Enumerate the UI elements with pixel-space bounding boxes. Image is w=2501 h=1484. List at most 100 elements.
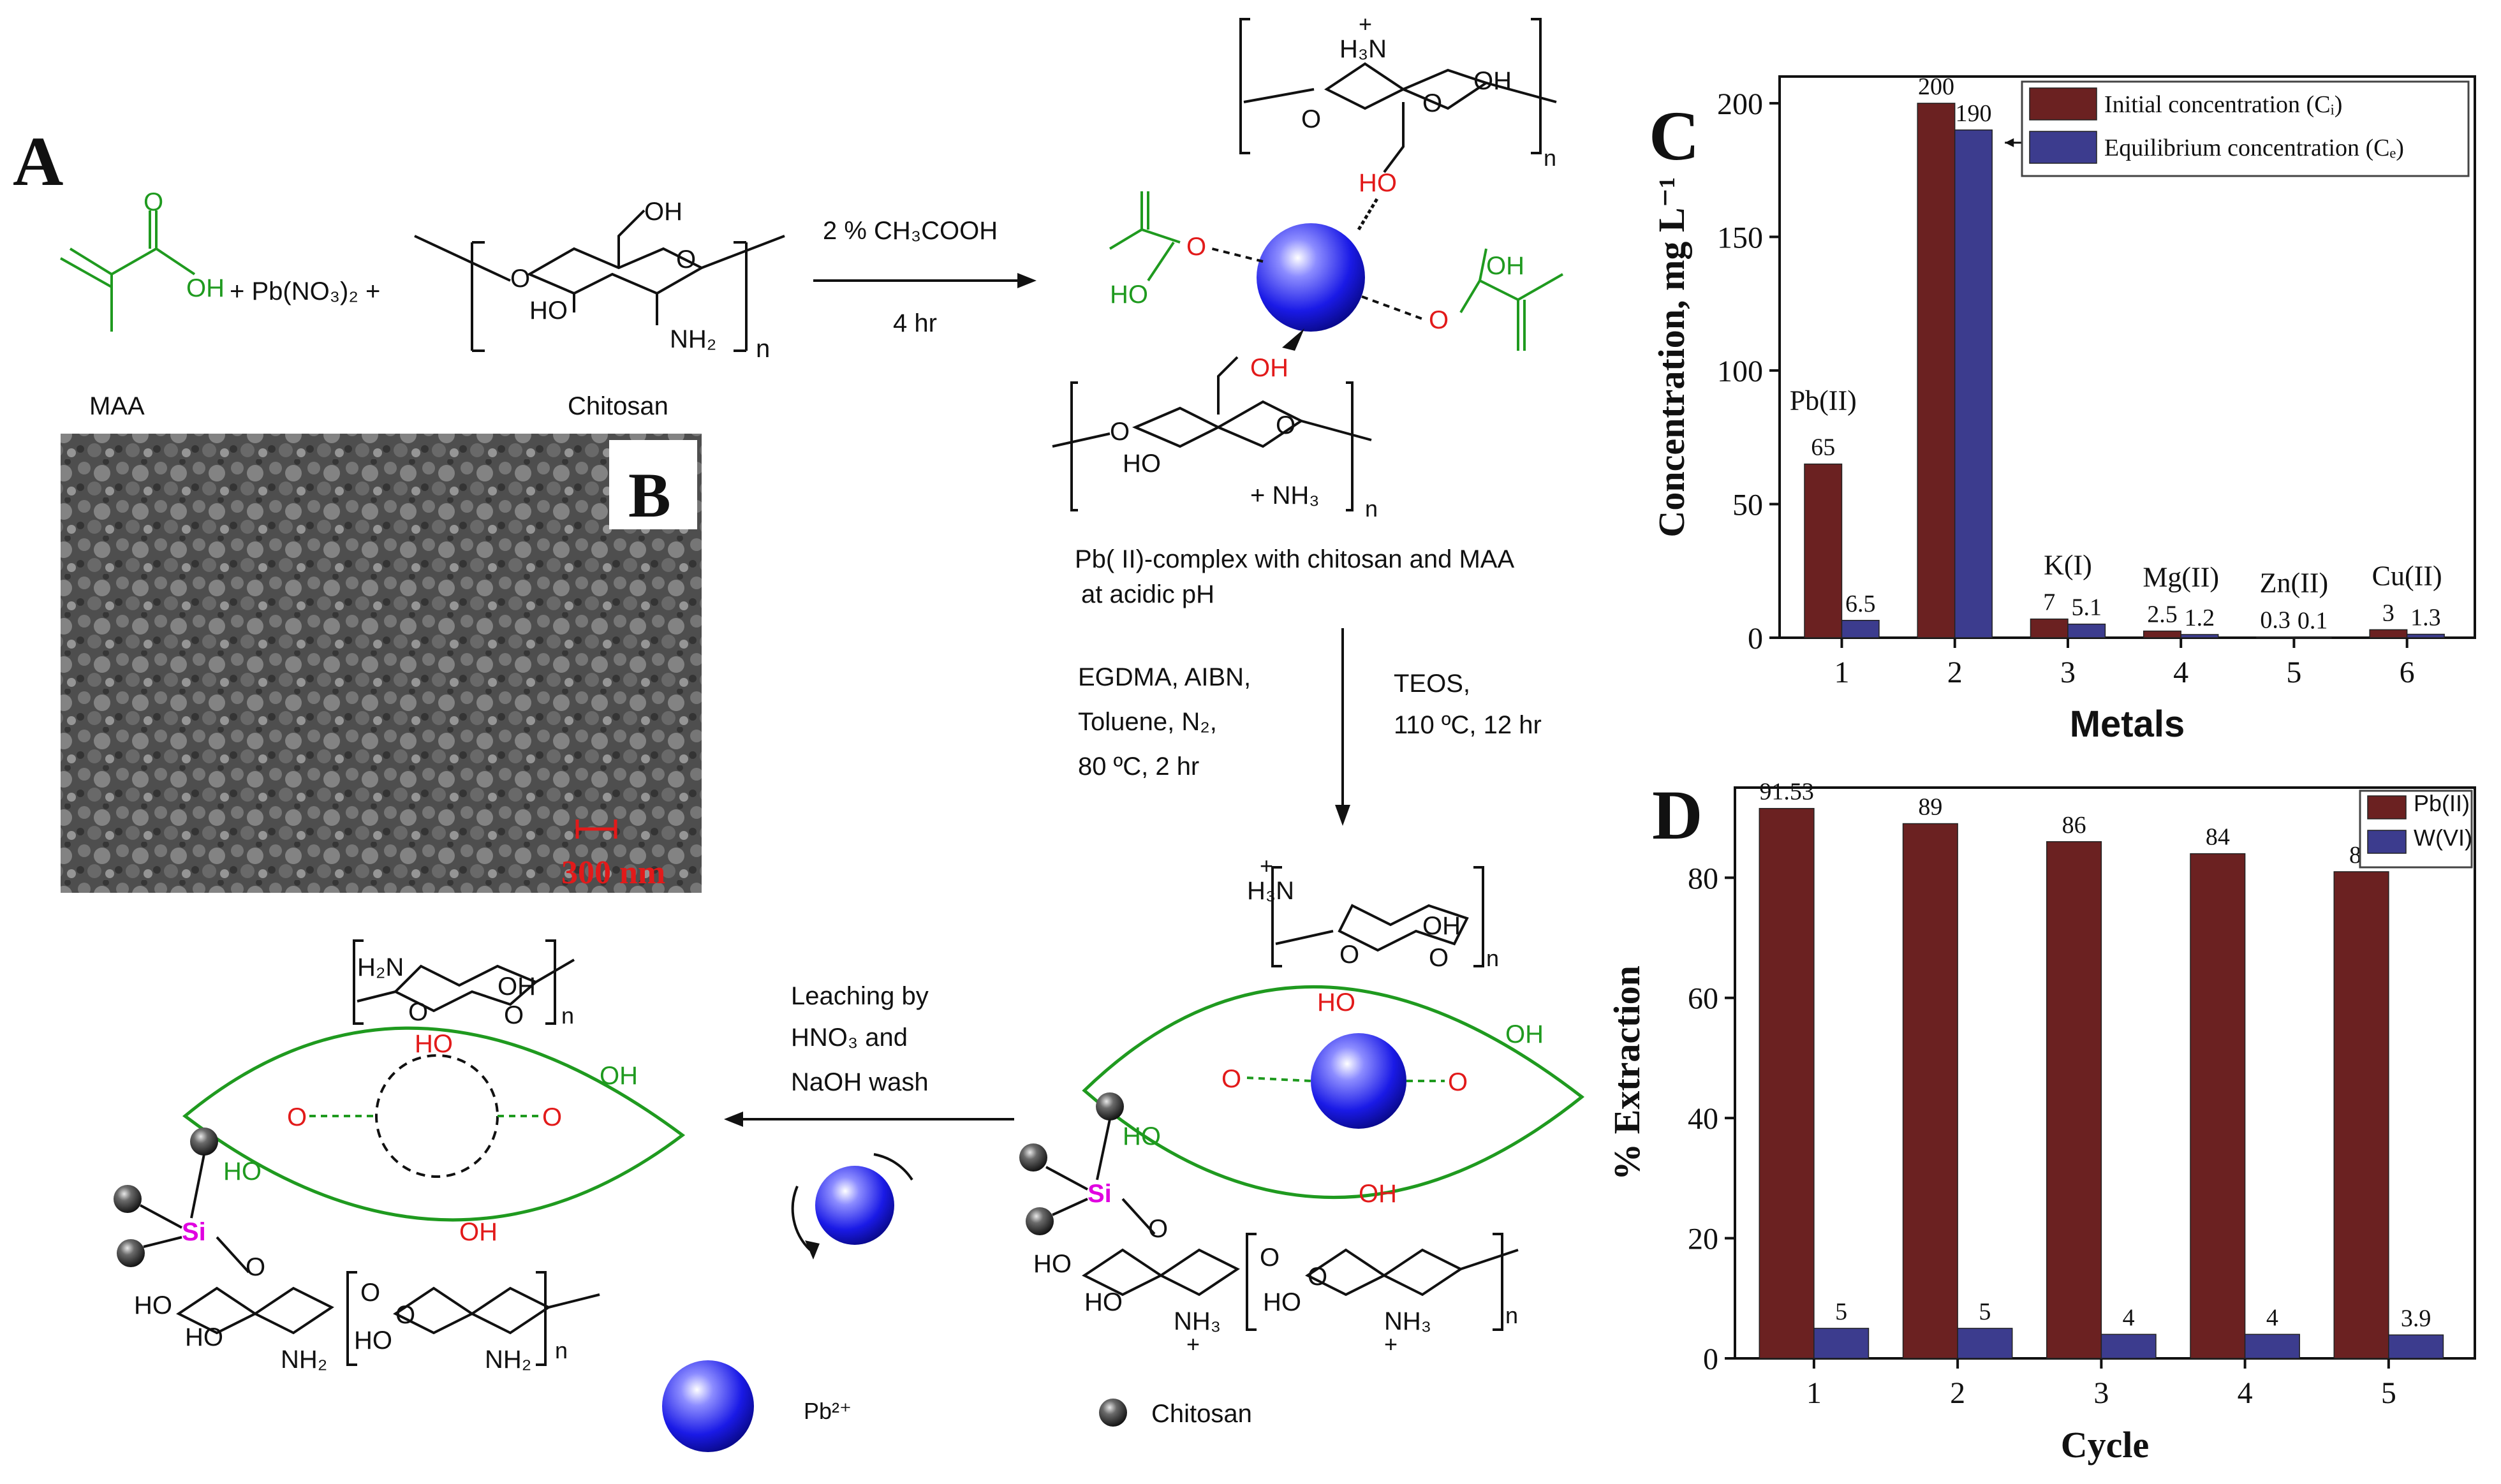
svg-text:+: +	[1359, 11, 1372, 37]
svg-text:HO: HO	[134, 1291, 172, 1319]
svg-text:O: O	[395, 1301, 415, 1329]
svg-text:n: n	[1505, 1302, 1518, 1328]
bar-b-2	[1957, 1328, 2013, 1359]
cond-right-2: 110 ºC, 12 hr	[1394, 711, 1542, 739]
data-label: 7	[2043, 589, 2055, 616]
svg-text:O: O	[1186, 233, 1206, 261]
plot-frame	[1778, 75, 2476, 639]
chart-d: 020406080191.5352895386448445813.9Cycle%…	[1606, 779, 2476, 1466]
chitosan-molecule: OH O HO O NH₂ n	[414, 198, 785, 363]
legend-label: Equilibrium concentration (Cₑ)	[2104, 135, 2404, 161]
x-tick-label: 4	[2238, 1376, 2253, 1410]
pb-legend-label: Pb²⁺	[804, 1398, 852, 1424]
panel-label-a: A	[13, 122, 63, 200]
x-axis-label: Metals	[2070, 703, 2185, 745]
x-tick-label: 5	[2381, 1376, 2396, 1410]
data-label: 84	[2206, 824, 2230, 851]
svg-text:+: +	[1384, 1331, 1398, 1357]
complex-caption-2: at acidic pH	[1081, 580, 1214, 608]
x-tick-label: 2	[1947, 656, 1963, 689]
svg-text:O: O	[1422, 89, 1442, 117]
svg-text:HO: HO	[223, 1157, 262, 1186]
data-label: 3	[2382, 599, 2394, 626]
bar-a-3	[2030, 618, 2069, 638]
svg-text:O: O	[1339, 941, 1359, 969]
bar-a-5	[2333, 871, 2389, 1359]
sem-image	[61, 434, 702, 893]
svg-text:O: O	[1148, 1215, 1168, 1243]
svg-text:O: O	[1301, 105, 1321, 133]
legend-swatch	[2029, 131, 2097, 164]
panel-label-b: B	[628, 460, 671, 531]
chart-c: 0501001502001656.5Pb(II)2200190W(VI)375.…	[1651, 73, 2476, 745]
svg-text:O: O	[246, 1253, 265, 1281]
data-label: 89	[1918, 794, 1942, 821]
svg-text:NH₂: NH₂	[670, 325, 716, 353]
svg-text:n: n	[1544, 145, 1556, 171]
x-tick-label: 5	[2286, 656, 2301, 689]
x-tick-label: 2	[1950, 1376, 1965, 1410]
bar-a-1	[1759, 807, 1815, 1359]
bar-a-2	[1917, 103, 1956, 638]
data-label: 5	[1835, 1298, 1847, 1325]
svg-text:n: n	[1486, 945, 1499, 971]
svg-text:OH: OH	[600, 1062, 638, 1090]
svg-text:O: O	[1429, 944, 1449, 972]
svg-text:OH: OH	[644, 198, 682, 226]
data-label: 5	[1979, 1298, 1991, 1325]
svg-text:OH: OH	[459, 1218, 498, 1246]
data-label: 4	[2266, 1304, 2278, 1331]
data-label: 3.9	[2401, 1305, 2431, 1332]
bar-a-2	[1902, 823, 1958, 1359]
svg-text:+: +	[1260, 853, 1273, 879]
svg-text:OH: OH	[186, 274, 225, 302]
y-tick-label: 0	[1748, 622, 1763, 656]
bar-a-4	[2143, 630, 2181, 638]
svg-text:HO: HO	[1317, 988, 1355, 1017]
data-label: 91.53	[1759, 779, 1814, 805]
x-tick-label: 3	[2093, 1376, 2109, 1410]
svg-text:n: n	[555, 1337, 568, 1363]
data-label: 6.5	[1845, 591, 1876, 617]
leached-pb-icon	[791, 1153, 913, 1260]
svg-text:Si: Si	[1088, 1180, 1112, 1208]
svg-text:NH₃: NH₃	[1174, 1307, 1221, 1335]
y-tick-label: 80	[1688, 862, 1718, 895]
legend-label: Pb(II)	[2414, 790, 2470, 816]
metal-label: Mg(II)	[2143, 562, 2219, 593]
leach-text-1: Leaching by	[791, 982, 929, 1010]
bar-a-6	[2369, 629, 2408, 638]
step1-time: 4 hr	[893, 309, 937, 337]
svg-text:O: O	[1260, 1244, 1280, 1272]
legend-swatch	[2029, 87, 2097, 121]
chitosan-label: Chitosan	[568, 392, 668, 420]
x-tick-label: 3	[2060, 656, 2076, 689]
svg-text:OH: OH	[1473, 67, 1512, 95]
legend-swatch	[2367, 830, 2407, 854]
data-label: 190	[1955, 100, 1991, 127]
complex-caption-1: Pb( II)-complex with chitosan and MAA	[1075, 545, 1514, 573]
step1-reagent: 2 % CH₃COOH	[823, 217, 998, 245]
svg-text:HO: HO	[354, 1326, 392, 1355]
legend-label: W(VI)	[2414, 825, 2472, 851]
svg-text:O: O	[1110, 418, 1130, 446]
svg-text:H₂N: H₂N	[357, 953, 404, 981]
sem-scale-label: 300 nm	[561, 855, 665, 891]
maa-label: MAA	[89, 392, 145, 420]
pb-complex: H₃N + OH O O n HO OH O HO O OH O HO O	[1052, 11, 1563, 522]
y-tick-label: 0	[1703, 1342, 1718, 1376]
metal-label: Zn(II)	[2260, 568, 2329, 599]
svg-text:O: O	[510, 265, 530, 293]
data-label: 65	[1811, 434, 1835, 461]
leach-text-3: NaOH wash	[791, 1068, 929, 1096]
svg-text:NH₃: NH₃	[1384, 1307, 1431, 1335]
cond-left-3: 80 ºC, 2 hr	[1078, 753, 1199, 781]
bar-b-6	[2406, 633, 2445, 638]
y-tick-label: 60	[1688, 982, 1718, 1016]
leaching-arrow-head	[724, 1112, 743, 1127]
bar-b-1	[1813, 1328, 1870, 1359]
data-label: 1.3	[2410, 605, 2441, 631]
bar-b-1	[1841, 620, 1880, 638]
y-axis-label: % Extraction	[1606, 966, 1648, 1180]
svg-text:HO: HO	[1123, 1122, 1161, 1150]
